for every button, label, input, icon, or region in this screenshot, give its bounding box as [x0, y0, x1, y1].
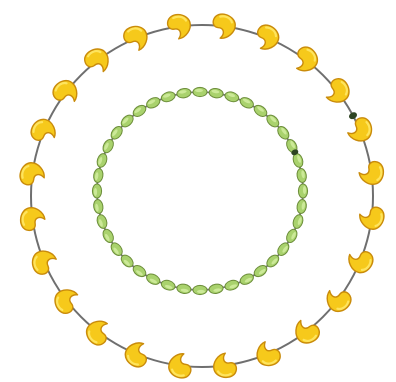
green-bead [92, 184, 101, 198]
green-bead [193, 87, 207, 96]
green-bead [193, 285, 207, 294]
green-bead [298, 184, 307, 198]
